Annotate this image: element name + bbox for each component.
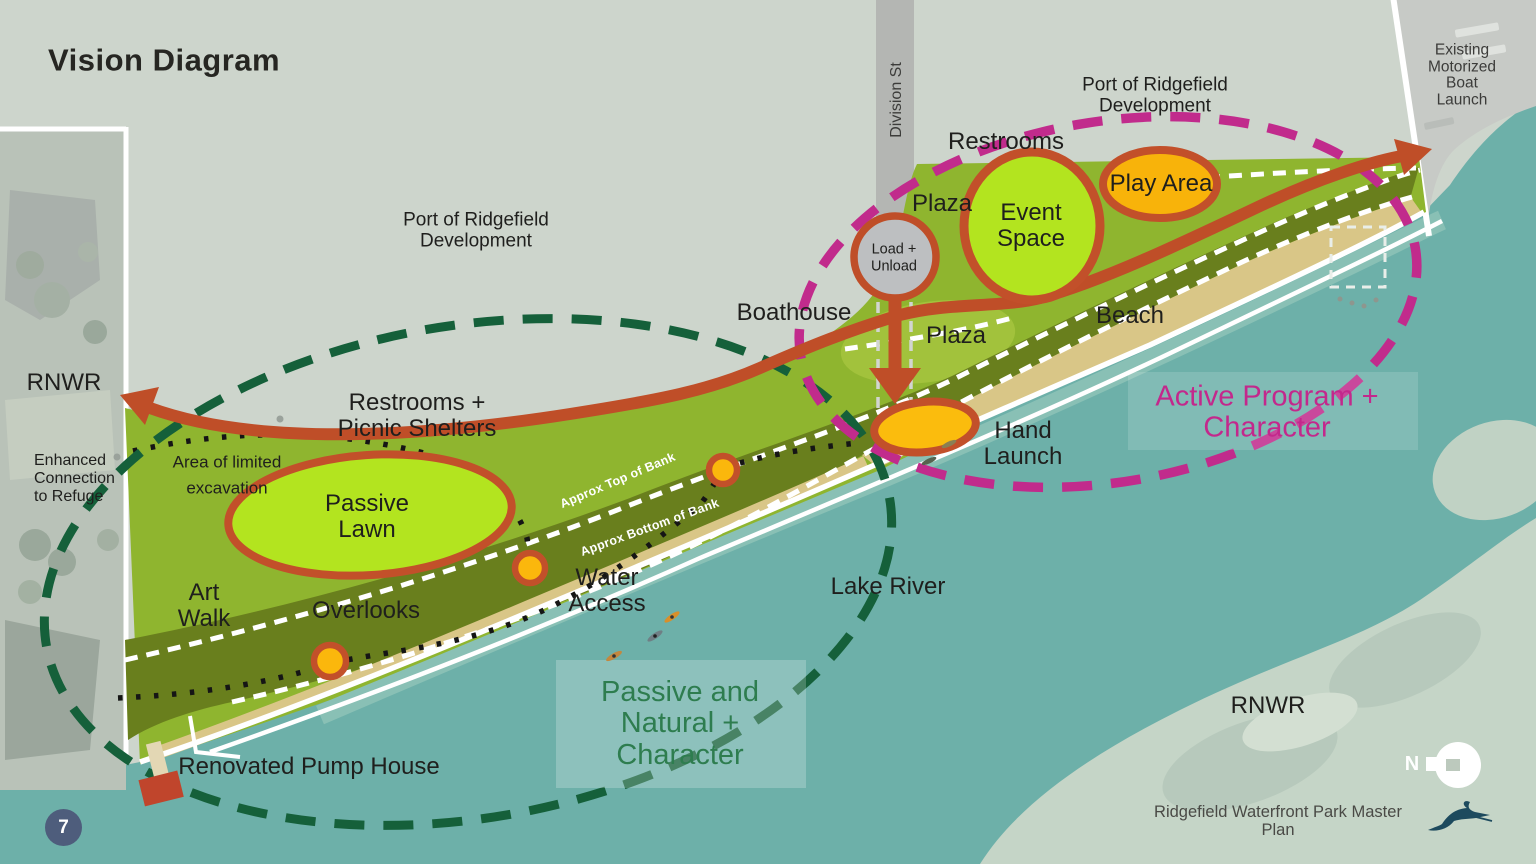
aerial-field <box>5 390 115 480</box>
aerial-tree <box>97 529 119 551</box>
overlook-node <box>511 549 549 587</box>
kayak-icon <box>921 456 937 466</box>
active-label-box <box>1128 372 1418 450</box>
boat-ramp <box>1424 117 1455 130</box>
north-notch <box>1444 759 1460 771</box>
shoreline-line <box>139 209 1426 765</box>
crane-legs <box>1475 816 1493 822</box>
approx-top-of-bank-line <box>124 167 1421 663</box>
play-area-ellipse <box>1099 146 1221 222</box>
overlook-node <box>310 641 350 681</box>
piling <box>1361 303 1367 309</box>
passive-label-box <box>556 660 806 788</box>
aerial-tree <box>34 282 70 318</box>
crane-body <box>1428 801 1490 831</box>
beach-area <box>862 199 1422 468</box>
art-walk-lower <box>117 470 725 701</box>
gray-dot <box>113 453 121 461</box>
trail-arrowhead-down <box>869 368 921 404</box>
aerial-photo-left <box>0 126 129 790</box>
load-unload-circle <box>850 212 940 302</box>
shore-tan-strip <box>157 456 869 759</box>
page-number-badge: 7 <box>45 809 82 846</box>
approx-bottom-of-bank-line <box>231 194 1413 705</box>
sandbar-patch <box>1329 612 1481 708</box>
aerial-tree <box>19 529 51 561</box>
sandbar <box>980 518 1536 864</box>
art-walk-upper <box>132 431 533 559</box>
riparian-bank-band <box>125 167 1419 740</box>
aerial-base <box>1392 0 1536 232</box>
aerial-tree <box>83 320 107 344</box>
event-space-ellipse <box>959 147 1105 305</box>
passive-zone-dashed-ellipse <box>39 314 897 830</box>
aerial-tree <box>78 242 98 262</box>
kayak-paddler <box>653 634 657 638</box>
parking-row <box>1454 22 1500 38</box>
pump-house-building <box>138 770 184 807</box>
sandbar-patch <box>1432 419 1536 521</box>
gray-dot <box>276 415 284 423</box>
hand-launch-ellipse <box>870 397 980 457</box>
north-bar <box>1426 757 1446 771</box>
piling <box>1373 297 1379 303</box>
main-trail <box>120 139 1432 441</box>
trail-arrowhead-right <box>1394 139 1432 175</box>
piling <box>1349 300 1355 306</box>
bulkhead-line <box>209 219 1444 755</box>
piling <box>1337 296 1343 302</box>
kayak-paddler <box>670 615 674 619</box>
aerial-pond <box>5 190 100 320</box>
crane-logo-icon <box>1428 801 1493 831</box>
north-arrow-icon <box>1426 742 1481 788</box>
kayak-paddler <box>612 654 616 658</box>
pump-house-path <box>145 740 170 780</box>
parking-row <box>1461 44 1507 60</box>
aerial-tree <box>18 580 42 604</box>
pump-house-walk <box>188 715 241 759</box>
trail-path <box>144 150 1408 441</box>
art-walk-dotted-path <box>117 431 859 701</box>
page-number: 7 <box>58 816 69 838</box>
water-access-node <box>705 452 741 488</box>
dock-outline-dashed <box>1329 225 1387 289</box>
kayak-icon <box>941 439 957 449</box>
passive-lawn-ellipse <box>224 450 516 580</box>
kayak-icons <box>606 439 957 662</box>
sandbar-patch <box>1242 692 1358 752</box>
aerial-trees-dark <box>5 620 100 760</box>
aerial-tree <box>16 251 44 279</box>
trail-arrowhead-left <box>120 387 159 425</box>
